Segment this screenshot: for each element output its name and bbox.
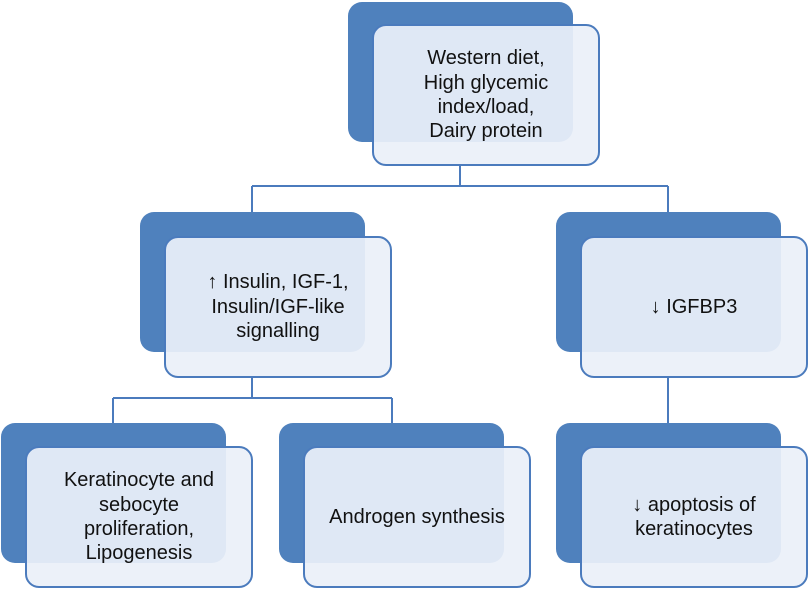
androgen-node: Androgen synthesis bbox=[303, 446, 531, 588]
connector-root-to-level2 bbox=[251, 166, 669, 212]
connector-insulin-to-children bbox=[112, 378, 393, 423]
apoptosis-node: ↓ apoptosis of keratinocytes bbox=[580, 446, 808, 588]
igfbp3-node: ↓ IGFBP3 bbox=[580, 236, 808, 378]
insulin-node: ↑ Insulin, IGF-1, Insulin/IGF-like signa… bbox=[164, 236, 392, 378]
root-node: Western diet, High glycemic index/load, … bbox=[372, 24, 600, 166]
keratinocyte-node: Keratinocyte and sebocyte proliferation,… bbox=[25, 446, 253, 588]
